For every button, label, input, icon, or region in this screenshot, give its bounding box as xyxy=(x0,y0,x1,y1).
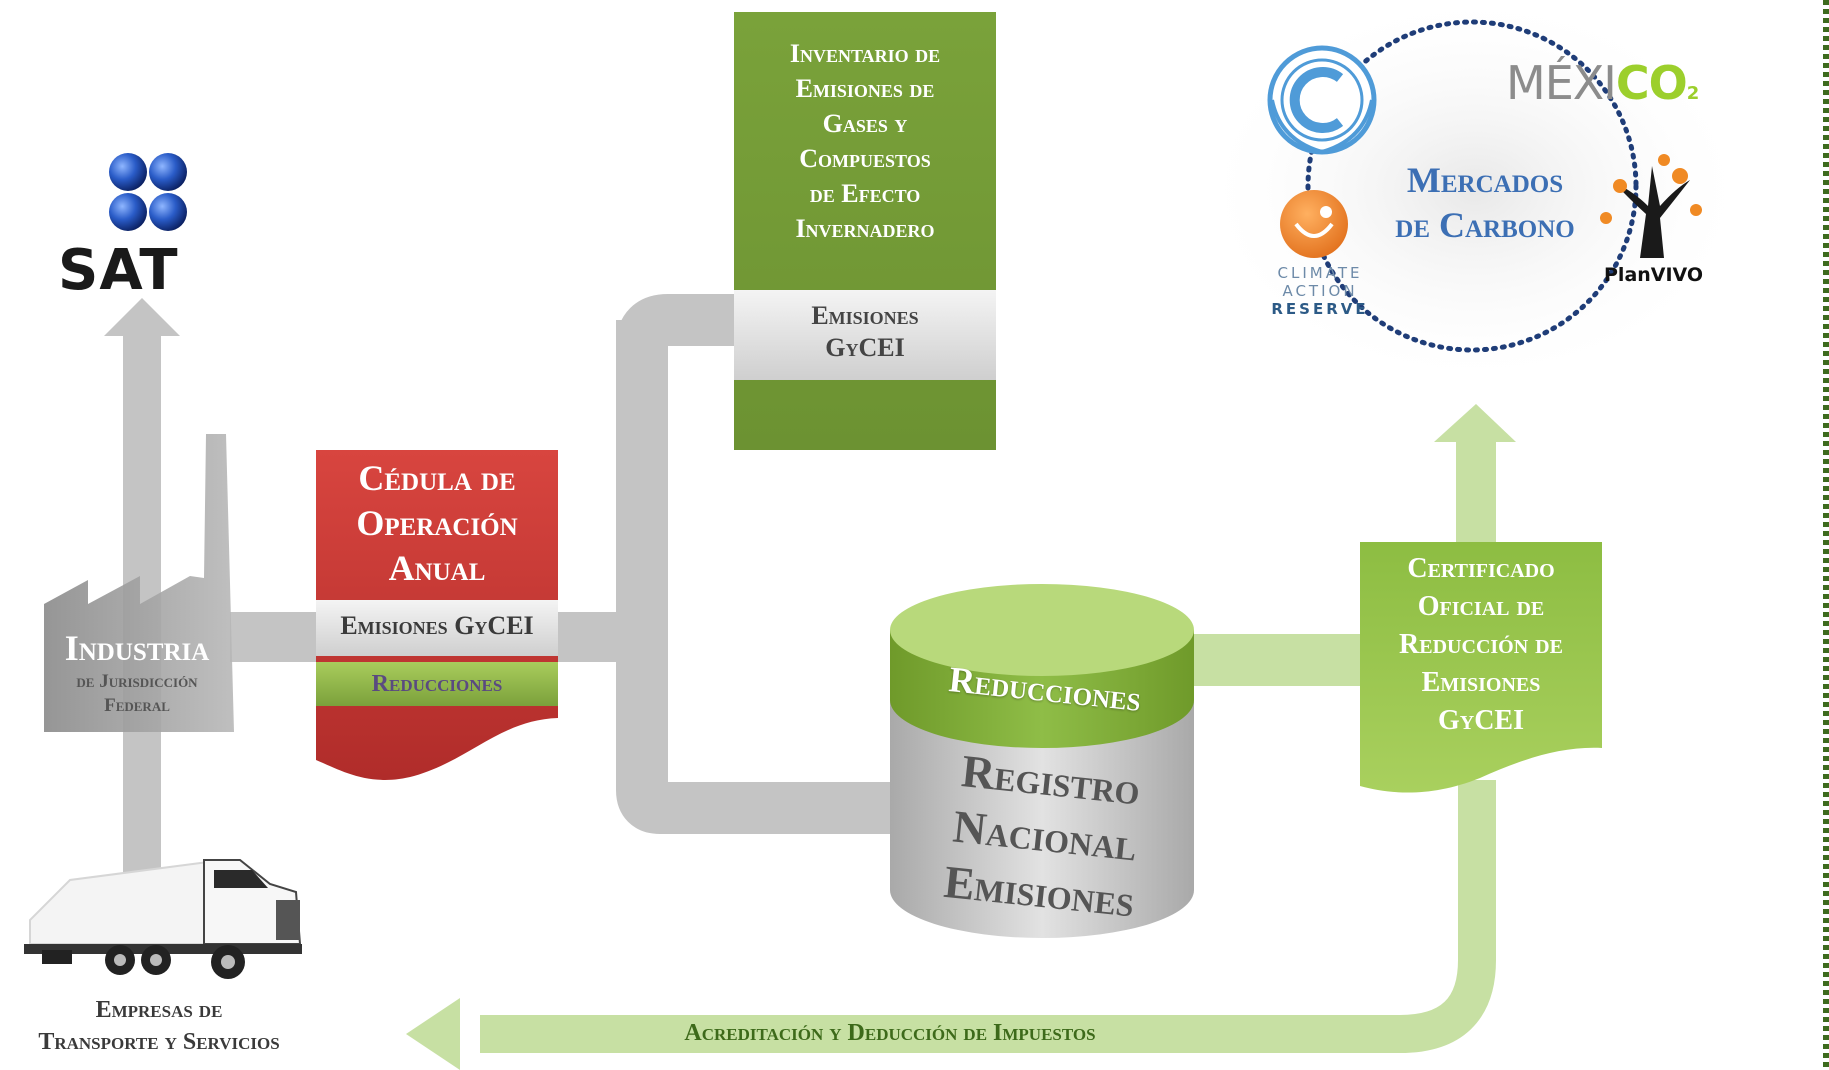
acreditacion-label: Acreditación y Deducción de Impuestos xyxy=(684,1020,1096,1046)
mercados-label: Mercados de Carbono xyxy=(1370,158,1600,248)
sat-logo-mark xyxy=(109,153,187,231)
inventario-title: Inventario de Emisiones de Gases y Compu… xyxy=(734,36,996,246)
cedula-title: Cédula de Operación Anual xyxy=(316,456,558,591)
truck-illustration xyxy=(24,859,302,979)
inventario-line4: Compuestos xyxy=(799,144,931,173)
certificado-title: Certificado Oficial de Reducción de Emis… xyxy=(1360,550,1602,740)
planvivo-logo-mark xyxy=(1600,154,1702,258)
cedula-reducciones-label: Reducciones xyxy=(371,671,503,697)
certificado-line2: Oficial de xyxy=(1417,591,1545,622)
registro-title: Registro Nacional Emisiones xyxy=(892,737,1198,934)
industria-subtitle: de Jurisdicción Federal xyxy=(42,670,232,718)
certificado-line3: Reducción de xyxy=(1399,629,1563,660)
certificado-box xyxy=(1360,542,1602,793)
green-connectors xyxy=(406,404,1516,1070)
un-climate-logo xyxy=(1267,45,1377,155)
car-line1: CLIMATE xyxy=(1277,264,1363,282)
inventario-line6: Invernadero xyxy=(795,214,935,243)
empresas-label: Empresas de Transporte y Servicios xyxy=(0,994,318,1058)
mercados-line2: de Carbono xyxy=(1395,205,1575,245)
mexico-logo-prefix: MÉXI xyxy=(1506,56,1617,110)
gray-connectors xyxy=(230,294,900,834)
mexico-co2-logo: MÉXICO2 xyxy=(1506,56,1699,110)
industria-sub-line2: Federal xyxy=(104,695,170,716)
inventario-box xyxy=(734,12,996,450)
cedula-title-line2: Operación xyxy=(356,503,518,543)
inventario-emis-line2: GyCEI xyxy=(825,333,905,362)
inventario-line1: Inventario de xyxy=(789,39,941,68)
sat-logo-text: SAT xyxy=(58,238,179,303)
inventario-emis-line1: Emisiones xyxy=(811,301,919,330)
mercados-circle xyxy=(1305,19,1639,353)
empresas-line1: Empresas de xyxy=(95,997,223,1023)
certificado-line5: GyCEI xyxy=(1437,705,1524,736)
inventario-emisiones-label: Emisiones GyCEI xyxy=(734,300,996,364)
inventario-line5: de Efecto xyxy=(809,179,921,208)
factory-shape xyxy=(44,434,234,732)
empresas-line2: Transporte y Servicios xyxy=(38,1029,280,1055)
certificado-line1: Certificado xyxy=(1407,553,1555,584)
cedula-emisiones-label: Emisiones GyCEI xyxy=(340,611,534,640)
arrow-to-sat xyxy=(104,298,180,875)
mexico-logo-sub: 2 xyxy=(1686,83,1699,104)
industria-title: Industria xyxy=(64,628,210,668)
right-dotted-border xyxy=(1823,0,1829,1070)
mexico-logo-co: CO xyxy=(1615,56,1688,110)
car-logo-text: CLIMATE ACTION RESERVE xyxy=(1262,264,1378,318)
inventario-line3: Gases y xyxy=(822,109,908,138)
inventario-line2: Emisiones de xyxy=(795,74,935,103)
registro-cylinder xyxy=(890,584,1194,938)
cedula-title-line3: Anual xyxy=(388,548,486,588)
certificado-line4: Emisiones xyxy=(1421,667,1541,698)
car-logo-mark xyxy=(1280,190,1348,258)
planvivo-logo-text: PlanVIVO xyxy=(1604,264,1704,286)
car-line3: RESERVE xyxy=(1271,300,1369,318)
car-line2: ACTION xyxy=(1282,282,1358,300)
mercados-line1: Mercados xyxy=(1406,160,1564,200)
cedula-box xyxy=(316,450,558,780)
industria-sub-line1: de Jurisdicción xyxy=(76,671,198,692)
cedula-title-line1: Cédula de xyxy=(358,458,516,498)
